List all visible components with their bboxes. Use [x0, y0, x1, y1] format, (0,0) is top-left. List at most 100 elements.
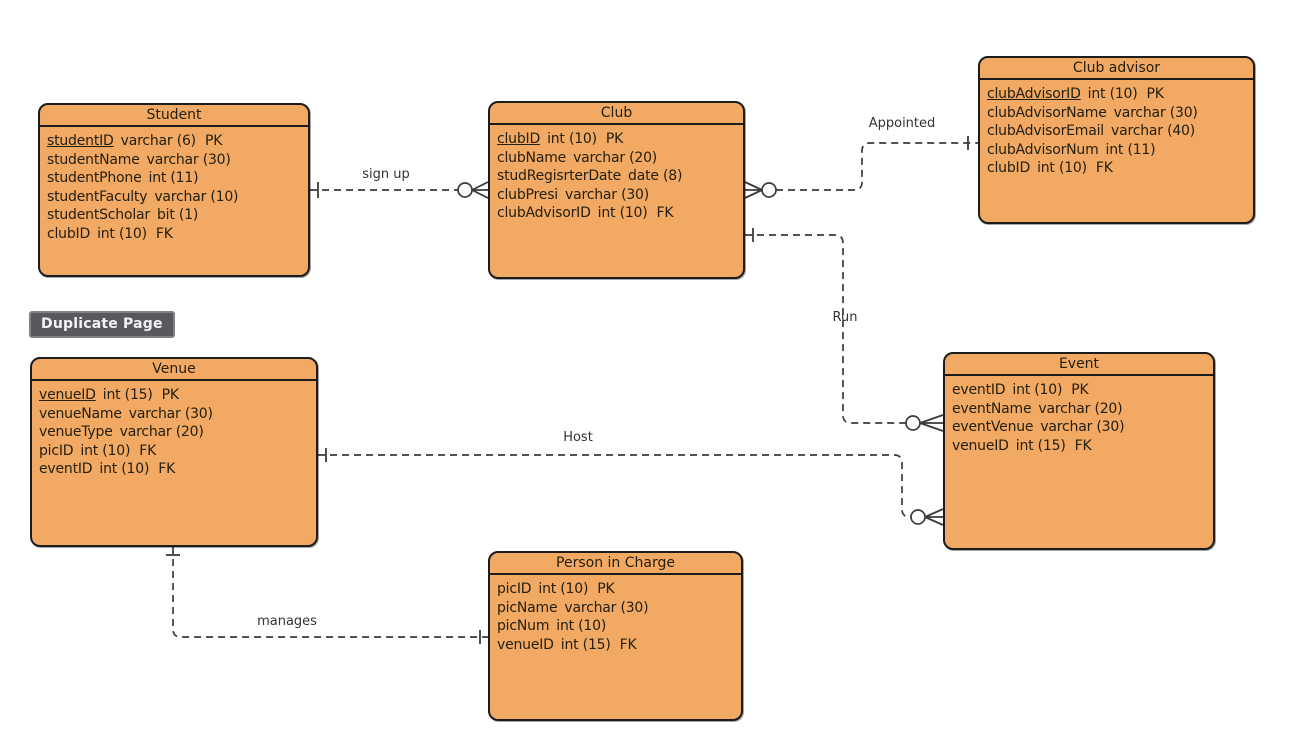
field-type: varchar (40) [1111, 123, 1196, 140]
crow-foot-icon [919, 414, 944, 432]
entity-title: Event [945, 354, 1213, 376]
field-type: int (11) [148, 170, 199, 187]
field-key: FK [619, 636, 637, 653]
field-name: picID [39, 442, 74, 459]
field-key: PK [1146, 86, 1164, 102]
entity-field-row: studentPhone int (11) [47, 169, 302, 188]
entity-field-row: eventName varchar (20) [952, 400, 1207, 419]
field-type: date (8) [628, 168, 683, 185]
relationship-appointed-line[interactable] [744, 136, 978, 199]
entity-title: Club [490, 103, 743, 125]
field-type: int (10) [556, 618, 607, 635]
field-name: eventID [952, 382, 1006, 398]
zero-circle-icon [457, 182, 473, 198]
field-key: FK [155, 225, 173, 242]
relationship-run-line[interactable] [745, 228, 944, 432]
run-dashed-line [745, 234, 906, 424]
field-type: varchar (20) [1038, 400, 1123, 417]
field-name: clubAdvisorName [987, 104, 1107, 121]
field-name: venueName [39, 405, 122, 422]
field-name: picName [497, 599, 558, 616]
field-name: clubPresi [497, 186, 558, 203]
field-name: venueID [497, 636, 554, 653]
field-name: studentID [47, 133, 114, 149]
relationship-manages-line[interactable] [166, 547, 488, 644]
field-type: int (10) [547, 131, 597, 147]
entity-field-row: clubPresi varchar (30) [497, 186, 737, 205]
field-type: int (10) [80, 442, 131, 459]
field-name: clubName [497, 149, 567, 166]
field-name: clubAdvisorEmail [987, 123, 1104, 140]
zero-circle-icon [910, 509, 926, 525]
field-type: int (10) [1037, 160, 1087, 177]
entity-field-row: venueID int (15) FK [497, 636, 735, 655]
relationship-label-sign-up: sign up [362, 167, 410, 182]
field-key: FK [1074, 437, 1092, 454]
relationship-label-host: Host [563, 430, 593, 445]
field-type: int (15) [102, 387, 153, 403]
crow-foot-icon [924, 508, 944, 526]
field-name: clubAdvisorNum [987, 141, 1099, 158]
entity-title: Club advisor [980, 58, 1253, 80]
entity-title: Student [40, 105, 308, 127]
field-type: int (10) [538, 581, 589, 597]
relationship-host-line[interactable] [318, 448, 944, 526]
field-name: studentFaculty [47, 188, 148, 205]
field-type: varchar (20) [573, 149, 658, 166]
host-dashed-line [318, 454, 911, 518]
entity-title: Venue [32, 359, 316, 381]
field-name: studentPhone [47, 170, 142, 187]
zero-circle-icon [905, 415, 921, 431]
relationship-sign-up-line[interactable] [310, 181, 489, 199]
field-type: varchar (30) [565, 186, 650, 203]
field-type: varchar (30) [564, 599, 649, 616]
entity-field-row: clubName varchar (20) [497, 149, 737, 168]
entity-field-row: picName varchar (30) [497, 599, 735, 618]
field-key: PK [161, 387, 179, 403]
field-type: int (10) [97, 225, 147, 242]
field-type: int (15) [1015, 437, 1066, 454]
field-key: FK [1095, 160, 1113, 177]
field-name: picID [497, 581, 532, 597]
field-name: venueID [39, 387, 96, 403]
field-name: clubID [987, 160, 1031, 177]
field-type: varchar (6) [120, 133, 197, 149]
field-key: PK [1071, 382, 1089, 398]
field-type: int (10) [597, 205, 648, 222]
field-name: studentName [47, 151, 140, 168]
field-type: varchar (30) [146, 151, 231, 168]
crow-foot-icon [471, 181, 489, 199]
field-name: eventName [952, 400, 1032, 417]
field-type: int (15) [560, 636, 611, 653]
field-type: bit (1) [156, 207, 199, 224]
